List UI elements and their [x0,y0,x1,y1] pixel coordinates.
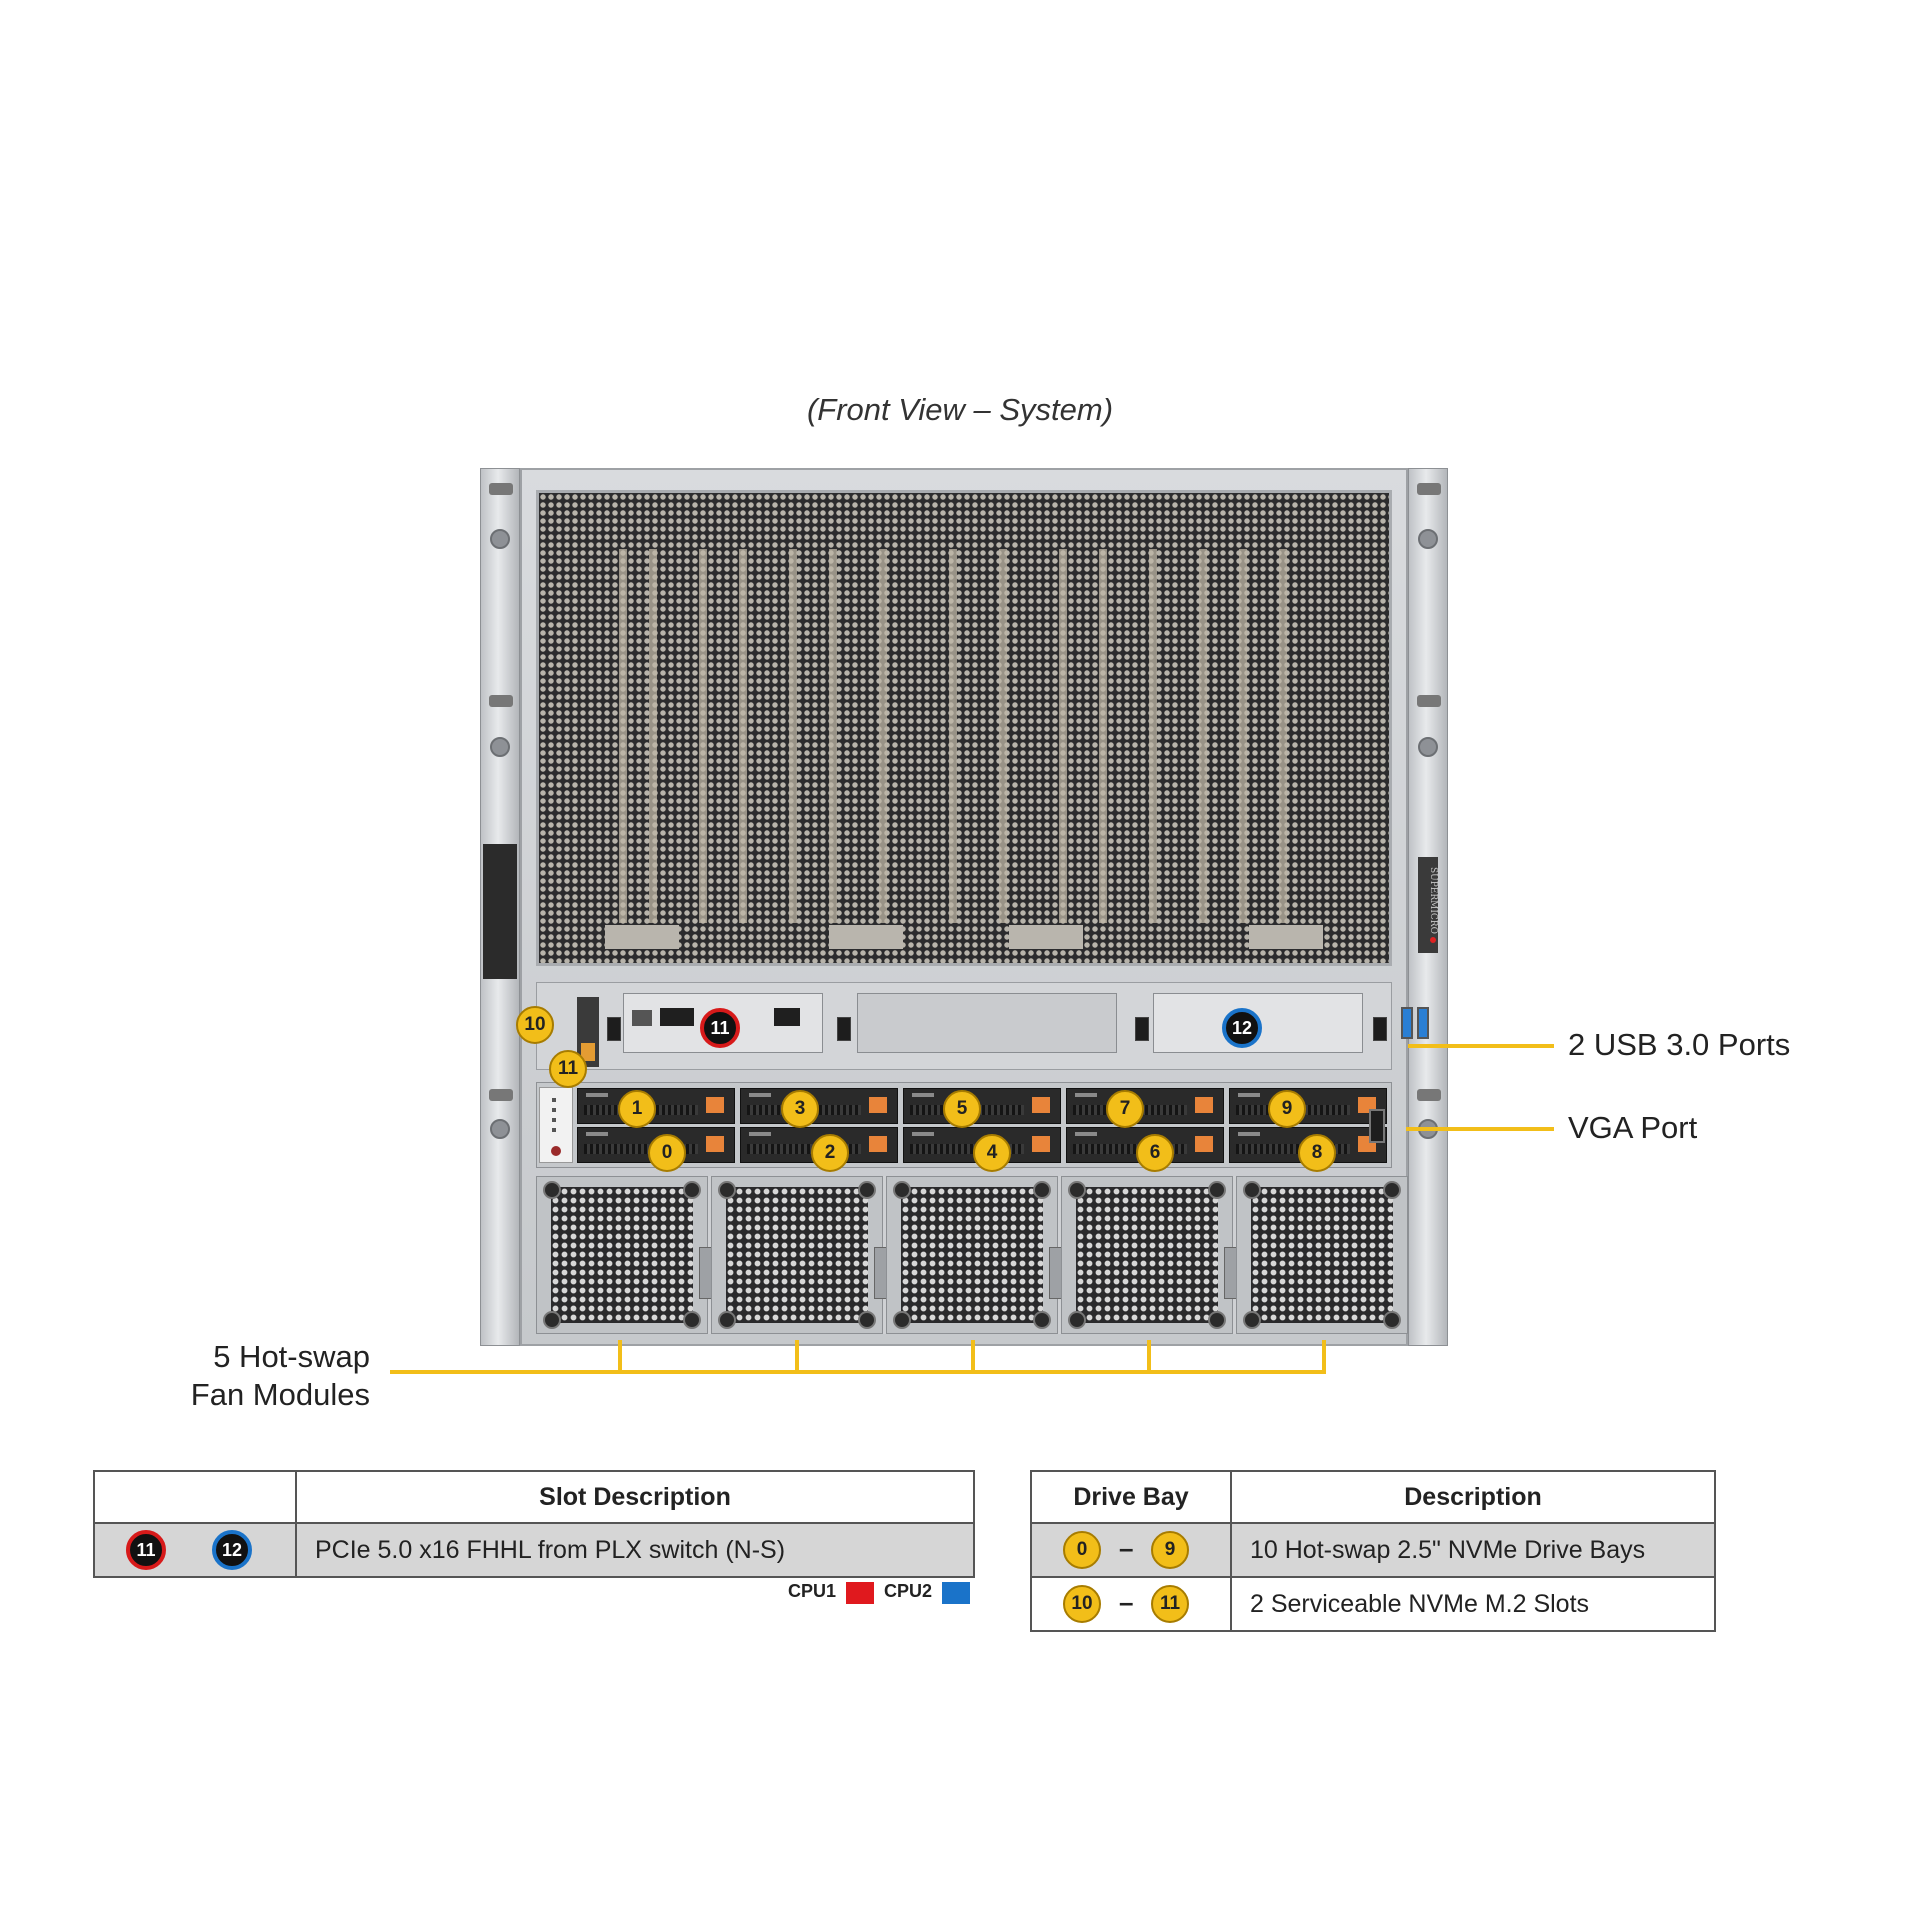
power-button[interactable] [551,1146,561,1156]
vga-callout-line [1406,1127,1554,1131]
fan-module[interactable] [886,1176,1063,1334]
legend-cpu1-label: CPU1 [788,1581,837,1601]
fan-module[interactable] [1236,1176,1408,1334]
drive-bay-table: Drive Bay Description 0 – 9 10 Hot-swap … [1030,1470,1716,1632]
drive-bay-badge-1: 1 [618,1090,656,1128]
fan-callout-line2: Fan Modules [190,1377,370,1412]
slot-badge-12: 12 [1222,1008,1262,1048]
drive-bay-badge-6: 6 [1136,1134,1174,1172]
right-rack-ear: SUPERMICRO [1408,468,1448,1346]
fan-module[interactable] [536,1176,713,1334]
drive-bay-badge-4: 4 [973,1134,1011,1172]
fan-icon [1076,1187,1218,1323]
fan-module[interactable] [1061,1176,1238,1334]
drive-release-tab[interactable] [869,1136,887,1152]
gpu-grill [536,490,1392,966]
slot-table: Slot Description 11 12 PCIe 5.0 x16 FHHL… [93,1470,975,1578]
slot-table-header: Slot Description [295,1470,975,1524]
drive-description: 2 Serviceable NVMe M.2 Slots [1230,1576,1716,1632]
drive-bay-badge-0: 0 [648,1134,686,1172]
drive-bay-badge-3: 3 [781,1090,819,1128]
drive-release-tab[interactable] [1195,1097,1213,1113]
slot-badge-12: 12 [212,1530,252,1570]
drive-bay-badge: 10 [1063,1585,1101,1623]
pcie-slot-12 [1153,993,1363,1053]
drive-bay-badge-2: 2 [811,1134,849,1172]
legend-cpu1-swatch [846,1582,874,1604]
fan-row [536,1176,1408,1334]
chassis-front-panel [520,468,1429,1346]
fan-icon [1251,1187,1393,1323]
vga-port[interactable] [1369,1109,1385,1143]
drive-bay-badge-10: 10 [516,1006,554,1044]
description-header: Description [1230,1470,1716,1524]
drive-description: 10 Hot-swap 2.5" NVMe Drive Bays [1230,1522,1716,1578]
fan-callout-line1: 5 Hot-swap [213,1339,370,1374]
table-row: 0 – 9 10 Hot-swap 2.5" NVMe Drive Bays [1030,1522,1716,1578]
drive-tray[interactable] [740,1088,898,1124]
fan-icon [901,1187,1043,1323]
drive-release-tab[interactable] [869,1097,887,1113]
drive-tray[interactable] [1066,1088,1224,1124]
slot-description: PCIe 5.0 x16 FHHL from PLX switch (N-S) [295,1522,975,1578]
drive-bay-badge-5: 5 [943,1090,981,1128]
usb-port-2[interactable] [1417,1007,1429,1039]
drive-bay-badge: 11 [1151,1585,1189,1623]
table-row: 10 – 11 2 Serviceable NVMe M.2 Slots [1030,1576,1716,1632]
usb-callout-line [1408,1044,1554,1048]
drive-bay-badge-8: 8 [1298,1134,1336,1172]
legend-cpu2-label: CPU2 [884,1581,933,1601]
fan-icon [551,1187,693,1323]
drive-bay-header: Drive Bay [1030,1470,1232,1524]
drive-tray[interactable] [903,1088,1061,1124]
drive-bay-badge-7: 7 [1106,1090,1144,1128]
control-panel [539,1087,573,1163]
drive-bay-badge-9: 9 [1268,1090,1306,1128]
fan-callout-label: 5 Hot-swap Fan Modules [180,1338,370,1414]
drive-release-tab[interactable] [706,1097,724,1113]
drive-tray[interactable] [1229,1088,1387,1124]
fan-module[interactable] [711,1176,888,1334]
fan-icon [726,1187,868,1323]
fan-callout-line [390,1370,1326,1374]
supermicro-logo: SUPERMICRO [1418,857,1438,953]
io-expansion-row [536,982,1429,1070]
vga-callout-label: VGA Port [1568,1110,1698,1145]
usb-port-1[interactable] [1401,1007,1413,1039]
drive-bay-badge: 0 [1063,1531,1101,1569]
usb-callout-label: 2 USB 3.0 Ports [1568,1027,1791,1062]
drive-tray[interactable] [903,1127,1061,1163]
drive-bay-badge: 9 [1151,1531,1189,1569]
server-chassis: SUPERMICRO [480,468,1448,1346]
drive-release-tab[interactable] [1032,1097,1050,1113]
diagram-title: (Front View – System) [806,392,1114,427]
drive-release-tab[interactable] [706,1136,724,1152]
slot-badge-11: 11 [126,1530,166,1570]
drive-tray[interactable] [577,1088,735,1124]
legend-cpu2-swatch [942,1582,970,1604]
m2-module [577,997,599,1067]
blank-panel [857,993,1117,1053]
drive-release-tab[interactable] [1195,1136,1213,1152]
table-row: 11 12 PCIe 5.0 x16 FHHL from PLX switch … [93,1522,975,1578]
slot-badge-11: 11 [700,1008,740,1048]
left-rack-ear [480,468,520,1346]
drive-bay-badge-11: 11 [549,1050,587,1088]
drive-release-tab[interactable] [1032,1136,1050,1152]
